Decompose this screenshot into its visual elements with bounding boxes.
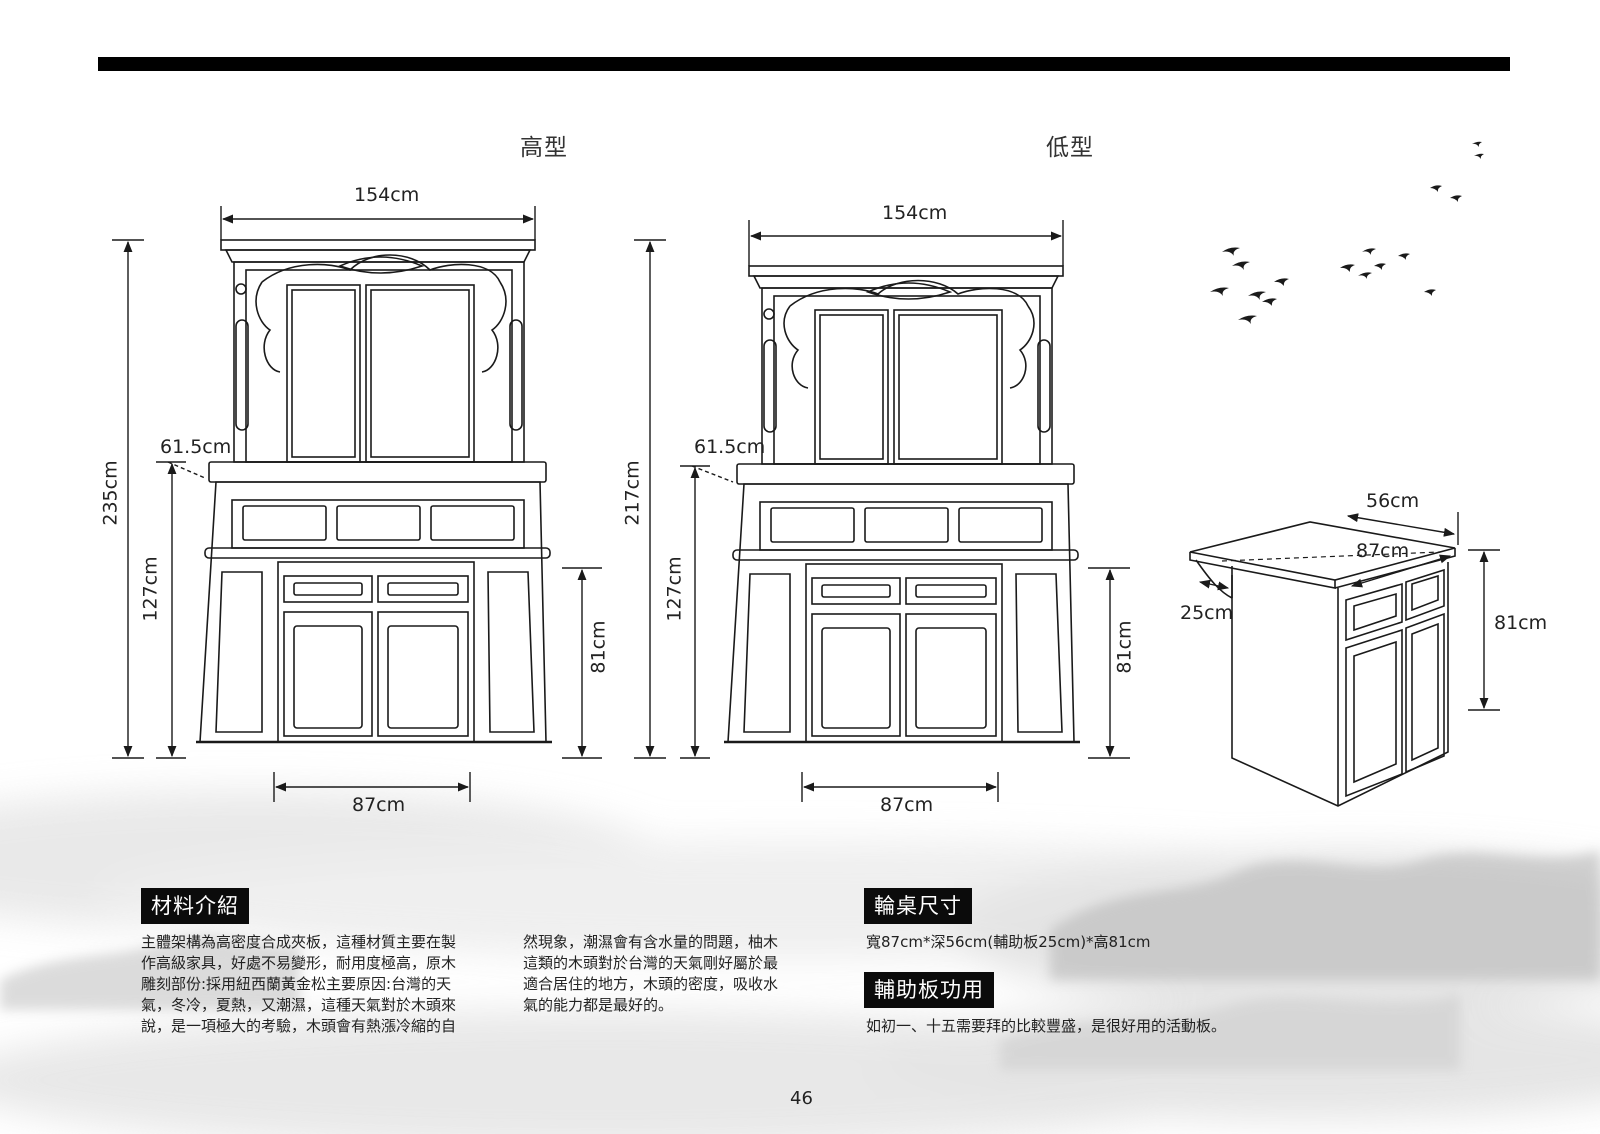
material-heading: 材料介紹 bbox=[141, 888, 249, 924]
table-size-text: 寬87cm*深56cm(輔助板25cm)*高81cm bbox=[866, 933, 1151, 951]
high-top-width-label: 154cm bbox=[354, 184, 420, 206]
low-type-cabinet bbox=[724, 265, 1080, 744]
material-text-col2: 然現象，潮濕會有含水量的問題，柚木 這類的木頭對於台灣的天氣剛好屬於最 適合居住… bbox=[523, 933, 779, 1014]
high-bottom-width-label: 87cm bbox=[352, 794, 406, 816]
high-total-height-label: 235cm bbox=[99, 460, 122, 526]
high-depth-label: 61.5cm bbox=[160, 436, 232, 458]
table-board-label: 25cm bbox=[1180, 602, 1234, 624]
low-depth-label: 61.5cm bbox=[694, 436, 766, 458]
board-use-text: 如初一、十五需要拜的比較豐盛，是很好用的活動板。 bbox=[866, 1017, 1227, 1035]
high-type-cabinet bbox=[196, 239, 552, 744]
dimension-lines bbox=[112, 206, 1500, 802]
low-type-title: 低型 bbox=[1046, 135, 1094, 161]
top-black-bar bbox=[98, 57, 1510, 71]
low-base-height-label: 127cm bbox=[663, 556, 686, 622]
wheel-table bbox=[1189, 521, 1456, 807]
high-base-height-label: 127cm bbox=[139, 556, 162, 622]
low-top-width-label: 154cm bbox=[882, 202, 948, 224]
page-number: 46 bbox=[790, 1088, 813, 1109]
table-width-label: 87cm bbox=[1356, 540, 1410, 562]
board-use-heading: 輔助板功用 bbox=[864, 972, 994, 1008]
material-text-col1: 主體架構為高密度合成夾板，這種材質主要在製 作高級家具，好處不易變形，耐用度極高… bbox=[141, 933, 457, 1035]
table-size-heading: 輪桌尺寸 bbox=[864, 888, 972, 924]
low-bottom-width-label: 87cm bbox=[880, 794, 934, 816]
table-height-label: 81cm bbox=[1494, 612, 1548, 634]
table-depth-label: 56cm bbox=[1366, 490, 1420, 512]
high-table-height-label: 81cm bbox=[587, 620, 610, 674]
low-table-height-label: 81cm bbox=[1113, 620, 1136, 674]
low-total-height-label: 217cm bbox=[621, 460, 644, 526]
flying-birds bbox=[1210, 141, 1484, 324]
high-type-title: 高型 bbox=[520, 135, 568, 161]
